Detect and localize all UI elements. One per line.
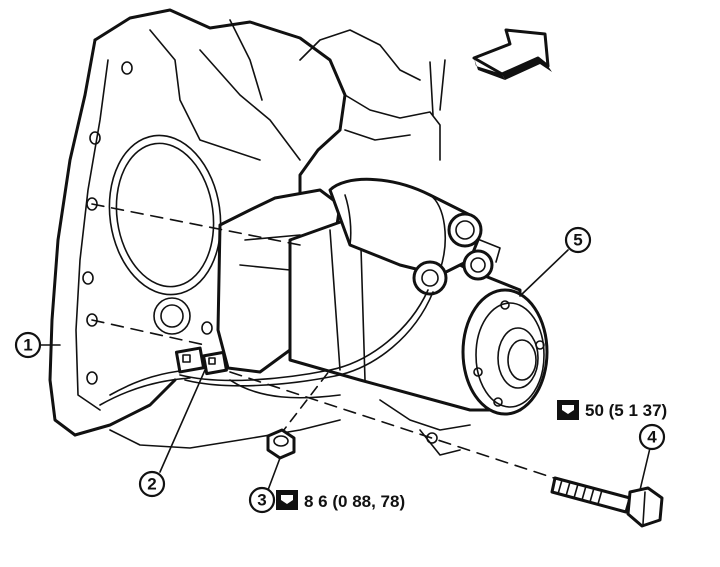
callout-3: 3	[248, 486, 276, 514]
svg-text:5: 5	[573, 231, 582, 250]
svg-text:3: 3	[257, 491, 266, 510]
wiring-harness	[99, 59, 446, 406]
torque-wrench-icon	[557, 400, 579, 420]
starter-nut	[266, 428, 296, 460]
svg-text:2: 2	[147, 475, 156, 494]
svg-text:4: 4	[647, 428, 657, 447]
torque-spec-nut: 8 6 (0 88, 78)	[276, 490, 405, 511]
callout-4: 4	[638, 423, 666, 451]
leader-lines	[39, 249, 651, 491]
svg-text:8 6 (0 88, 78): 8 6 (0 88, 78)	[304, 492, 405, 511]
starter-bolt	[550, 476, 664, 528]
svg-text:1: 1	[23, 336, 32, 355]
torque-wrench-icon	[276, 490, 298, 510]
starter-motor	[216, 177, 549, 416]
torque-spec-bolt: 50 (5 1 37)	[557, 400, 667, 420]
callout-5: 5	[564, 226, 592, 254]
alignment-lines	[91, 203, 561, 481]
callout-2: 2	[138, 470, 166, 498]
transaxle-housing	[48, 8, 471, 456]
svg-text:50 (5 1 37): 50 (5 1 37)	[585, 401, 667, 420]
callout-1: 1	[14, 331, 42, 359]
front-direction-arrow-icon	[472, 28, 552, 80]
